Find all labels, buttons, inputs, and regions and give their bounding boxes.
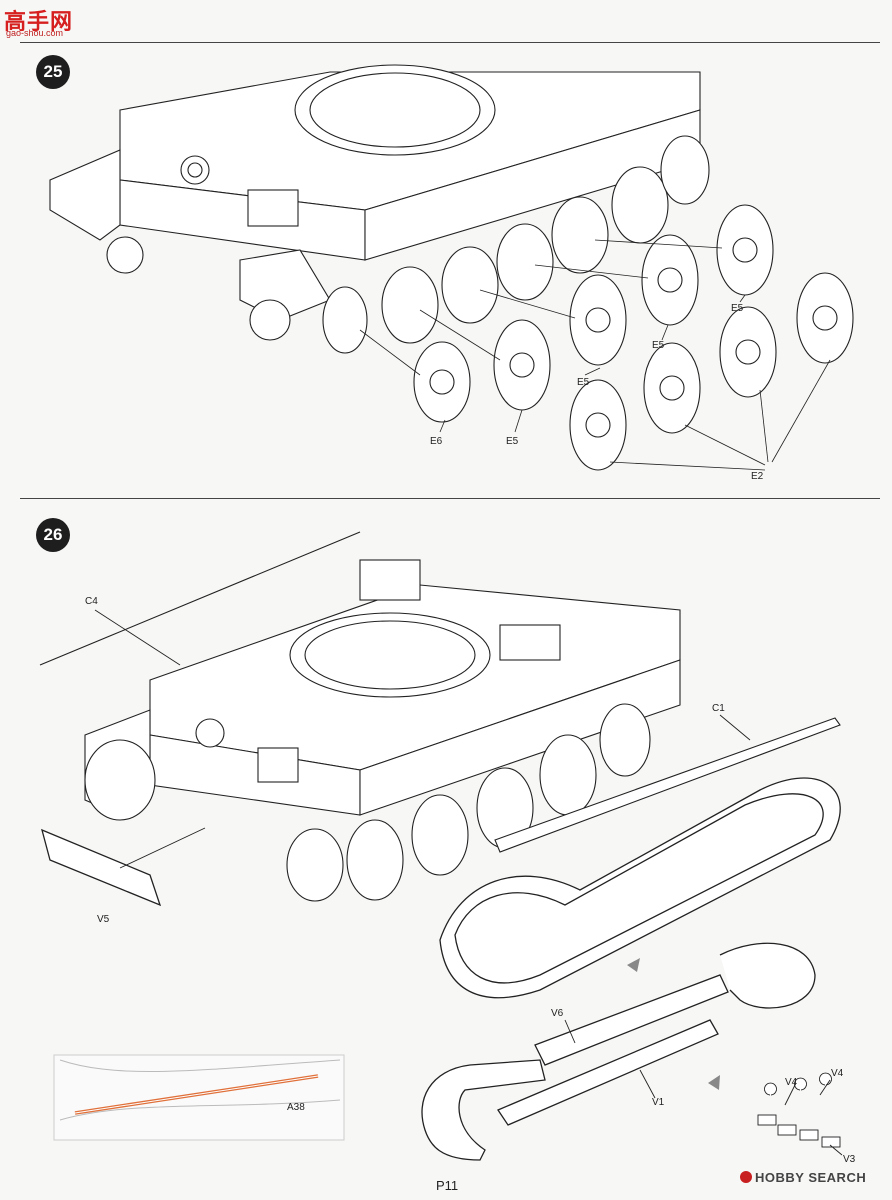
direction-arrows	[627, 958, 720, 1090]
part-label-v1: V1	[652, 1097, 665, 1108]
step-26-badge: 26	[36, 518, 70, 552]
page-number: P11	[436, 1178, 459, 1193]
step-25-mounted-wheels	[322, 135, 710, 354]
part-label-a38: A38	[287, 1102, 305, 1113]
step-25-loose-wheels	[413, 204, 854, 471]
step-25-hull-drawing	[49, 64, 701, 341]
step-25-panel	[20, 42, 880, 498]
part-label-v5: V5	[97, 914, 110, 925]
step-26-tracks	[41, 777, 841, 1161]
watermark-url: gao-shou.com	[6, 28, 64, 38]
part-label-c1: C1	[712, 703, 725, 714]
logo-text: HOBBY SEARCH	[755, 1170, 867, 1185]
site-watermark: 高手网 gao-shou.com	[4, 4, 124, 40]
part-label-e5: E5	[506, 436, 519, 447]
step-26-track-link-parts	[757, 1072, 841, 1148]
part-label-e5: E5	[652, 340, 665, 351]
part-label-c4: C4	[85, 596, 98, 607]
inset-a38-part	[53, 1054, 345, 1141]
step-26-wheels	[346, 703, 651, 901]
step-26-hull-drawing	[39, 531, 681, 902]
part-label-e5: E5	[577, 377, 590, 388]
part-label-v3: V3	[843, 1154, 856, 1165]
step-26-panel	[20, 498, 880, 1139]
part-label-e2: E2	[751, 471, 764, 482]
watermark-logo: 高手网	[4, 9, 74, 34]
part-label-v6: V6	[551, 1008, 564, 1019]
hobby-search-logo: HOBBY SEARCH	[740, 1170, 866, 1185]
logo-icon	[740, 1171, 752, 1183]
part-label-v4: V4	[785, 1077, 798, 1088]
part-label-v4: V4	[831, 1068, 844, 1079]
part-label-e6: E6	[430, 436, 443, 447]
part-label-e5: E5	[731, 303, 744, 314]
step-25-badge: 25	[36, 55, 70, 89]
step-26-fender-c1	[494, 717, 841, 853]
step-25-leaders	[359, 239, 831, 471]
